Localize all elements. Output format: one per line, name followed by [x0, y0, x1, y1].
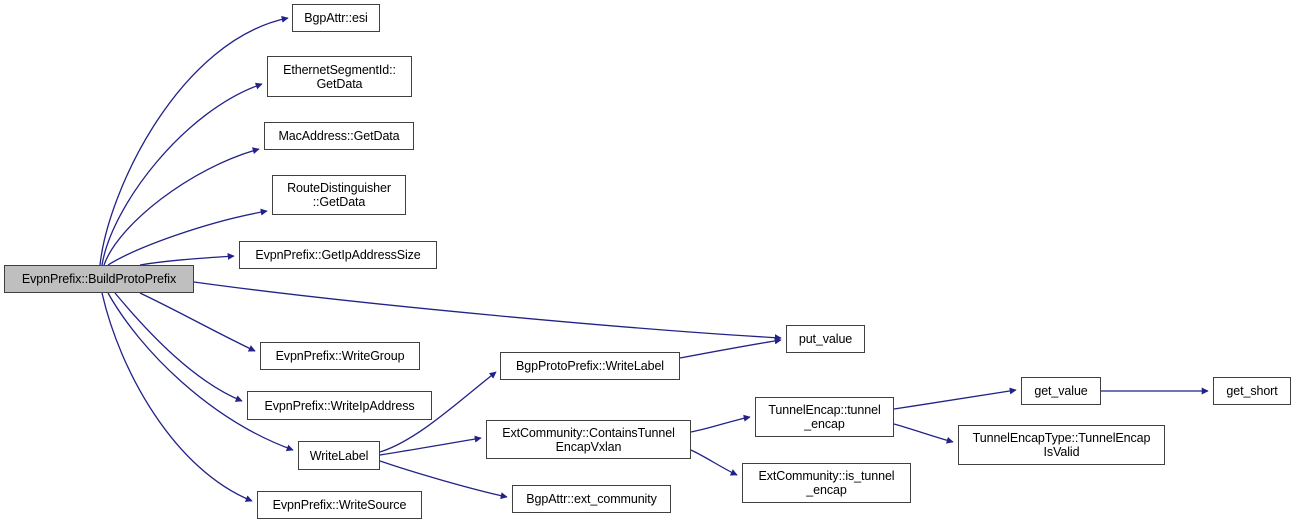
- graph-edge-build_proto_prefix-to-write_group: [139, 292, 256, 352]
- graph-edge-contains_tev-to-is_tunnel_encap: [690, 449, 738, 476]
- graph-edge-build_proto_prefix-to-mac_getdata: [103, 147, 260, 266]
- graph-edge-bpp_write_label-to-put_value: [679, 337, 782, 359]
- graph-edge-tunnel_encap-to-get_value: [893, 387, 1017, 410]
- graph-node-label: MacAddress::GetData: [278, 129, 400, 143]
- graph-node-put_value[interactable]: put_value: [786, 325, 865, 353]
- graph-edge-build_proto_prefix-to-put_value: [193, 281, 782, 342]
- graph-node-esi_getdata[interactable]: EthernetSegmentId:: GetData: [267, 56, 412, 97]
- graph-edge-contains_tev-to-tunnel_encap: [690, 414, 751, 433]
- graph-node-write_source[interactable]: EvpnPrefix::WriteSource: [257, 491, 422, 519]
- graph-node-build_proto_prefix[interactable]: EvpnPrefix::BuildProtoPrefix: [4, 265, 194, 293]
- graph-node-get_short[interactable]: get_short: [1213, 377, 1291, 405]
- graph-node-label: RouteDistinguisher ::GetData: [287, 181, 391, 209]
- graph-node-bpp_write_label[interactable]: BgpProtoPrefix::WriteLabel: [500, 352, 680, 380]
- graph-node-label: EthernetSegmentId:: GetData: [283, 62, 396, 91]
- graph-node-tunnel_encap_valid[interactable]: TunnelEncapType::TunnelEncap IsValid: [958, 425, 1165, 465]
- graph-edge-build_proto_prefix-to-get_ip_addr_size: [139, 252, 235, 266]
- graph-edge-build_proto_prefix-to-write_ip_address: [114, 292, 243, 402]
- graph-node-tunnel_encap[interactable]: TunnelEncap::tunnel _encap: [755, 397, 894, 437]
- graph-edge-build_proto_prefix-to-write_source: [101, 292, 253, 502]
- graph-node-label: TunnelEncap::tunnel _encap: [768, 403, 881, 431]
- graph-node-label: BgpAttr::ext_community: [526, 492, 657, 506]
- graph-edge-write_label-to-ext_community: [379, 460, 508, 500]
- graph-node-label: EvpnPrefix::GetIpAddressSize: [255, 248, 421, 262]
- graph-edge-build_proto_prefix-to-bgpattr_esi: [99, 15, 289, 266]
- graph-node-label: EvpnPrefix::WriteIpAddress: [264, 398, 415, 413]
- graph-node-label: WriteLabel: [309, 448, 369, 463]
- graph-edge-tunnel_encap-to-tunnel_encap_valid: [893, 423, 954, 444]
- graph-node-bgpattr_esi[interactable]: BgpAttr::esi: [292, 4, 380, 32]
- graph-node-label: ExtCommunity::ContainsTunnel EncapVxlan: [502, 425, 675, 454]
- graph-edge-build_proto_prefix-to-rd_getdata: [107, 208, 268, 266]
- graph-node-label: BgpAttr::esi: [304, 11, 368, 25]
- graph-node-write_ip_address[interactable]: EvpnPrefix::WriteIpAddress: [247, 391, 432, 420]
- graph-edge-build_proto_prefix-to-write_label: [107, 292, 294, 452]
- graph-node-label: EvpnPrefix::WriteSource: [272, 498, 407, 512]
- graph-node-label: ExtCommunity::is_tunnel _encap: [758, 469, 895, 497]
- graph-node-write_label[interactable]: WriteLabel: [298, 441, 380, 470]
- graph-node-get_ip_addr_size[interactable]: EvpnPrefix::GetIpAddressSize: [239, 241, 437, 269]
- graph-node-write_group[interactable]: EvpnPrefix::WriteGroup: [260, 342, 420, 370]
- graph-node-is_tunnel_encap[interactable]: ExtCommunity::is_tunnel _encap: [742, 463, 911, 503]
- graph-node-label: EvpnPrefix::WriteGroup: [275, 349, 405, 363]
- graph-node-label: TunnelEncapType::TunnelEncap IsValid: [972, 431, 1151, 459]
- graph-node-label: EvpnPrefix::BuildProtoPrefix: [21, 272, 177, 286]
- graph-node-rd_getdata[interactable]: RouteDistinguisher ::GetData: [272, 175, 406, 215]
- graph-node-label: put_value: [798, 332, 853, 346]
- graph-node-mac_getdata[interactable]: MacAddress::GetData: [264, 122, 414, 150]
- graph-node-label: BgpProtoPrefix::WriteLabel: [516, 359, 664, 373]
- graph-edge-build_proto_prefix-to-esi_getdata: [101, 82, 263, 266]
- graph-edge-write_label-to-contains_tev: [379, 435, 482, 456]
- graph-node-label: get_value: [1034, 384, 1088, 398]
- graph-node-ext_community[interactable]: BgpAttr::ext_community: [512, 485, 671, 513]
- graph-edge-write_label-to-bpp_write_label: [379, 371, 497, 453]
- graph-node-get_value[interactable]: get_value: [1021, 377, 1101, 405]
- graph-node-contains_tev[interactable]: ExtCommunity::ContainsTunnel EncapVxlan: [486, 420, 691, 459]
- graph-node-label: get_short: [1226, 384, 1278, 398]
